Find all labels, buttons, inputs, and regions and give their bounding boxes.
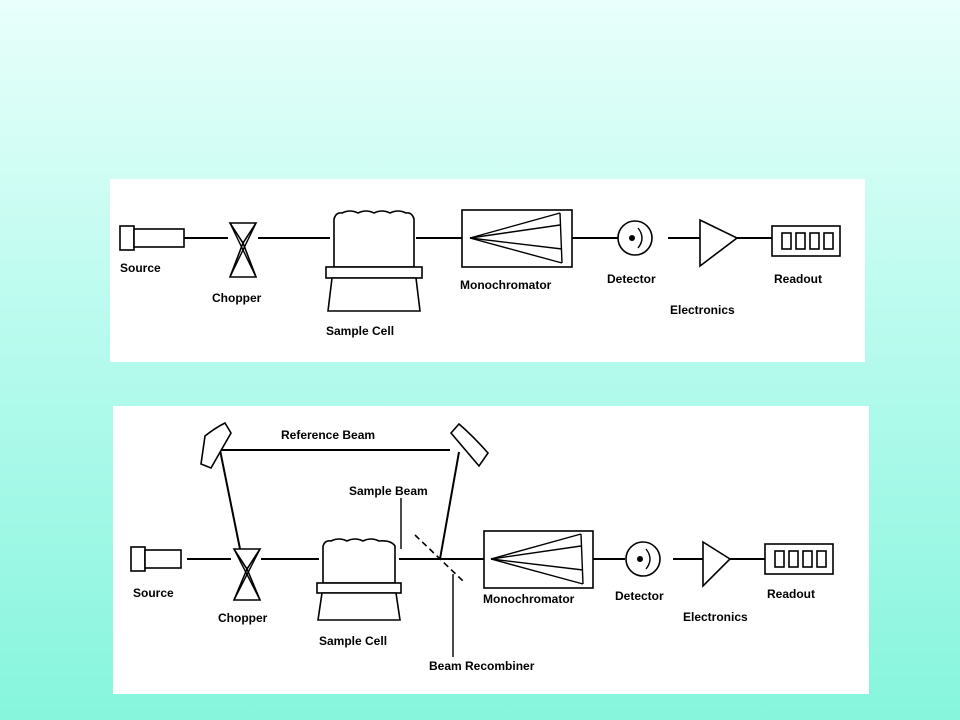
readout-label: Readout xyxy=(767,587,815,601)
reference-mirror-left-icon xyxy=(200,421,232,470)
detector-label: Detector xyxy=(607,272,656,286)
double-beam-diagram-panel: Reference Beam Sample Beam Source Choppe… xyxy=(113,406,869,694)
reference-mirror-right-icon xyxy=(449,422,490,468)
monochromator-label: Monochromator xyxy=(483,592,575,606)
detector-label: Detector xyxy=(615,589,664,603)
chopper-icon xyxy=(232,548,262,601)
reference-beam-line xyxy=(219,449,241,550)
monochromator-icon xyxy=(483,530,594,589)
sample-cell-icon xyxy=(325,210,423,312)
sample-cell-label: Sample Cell xyxy=(319,634,387,648)
readout-display-icon xyxy=(764,543,834,575)
electronics-amplifier-icon xyxy=(702,540,732,588)
monochromator-icon xyxy=(461,209,573,268)
readout-display-icon xyxy=(771,225,841,257)
reference-beam-label: Reference Beam xyxy=(281,428,375,442)
chopper-label: Chopper xyxy=(218,611,268,625)
single-beam-diagram-panel: Source Chopper Sample Cell Monochromator… xyxy=(110,179,865,362)
source-lamp-icon xyxy=(119,225,185,251)
sample-cell-icon xyxy=(316,538,402,621)
single-beam-diagram: Source Chopper Sample Cell Monochromator… xyxy=(119,209,841,338)
readout-label: Readout xyxy=(774,272,822,286)
sample-beam-label: Sample Beam xyxy=(349,484,428,498)
reference-beam-line xyxy=(439,451,460,560)
detector-icon xyxy=(617,220,653,256)
sample-cell-label: Sample Cell xyxy=(326,324,394,338)
source-lamp-icon xyxy=(130,546,182,572)
electronics-label: Electronics xyxy=(683,610,748,624)
source-label: Source xyxy=(133,586,174,600)
beam-recombiner-label: Beam Recombiner xyxy=(429,659,535,673)
source-label: Source xyxy=(120,261,161,275)
electronics-amplifier-icon xyxy=(699,218,739,268)
detector-icon xyxy=(625,541,661,577)
chopper-icon xyxy=(228,222,258,278)
electronics-label: Electronics xyxy=(670,303,735,317)
chopper-label: Chopper xyxy=(212,291,262,305)
double-beam-diagram: Reference Beam Sample Beam Source Choppe… xyxy=(130,421,834,673)
monochromator-label: Monochromator xyxy=(460,278,552,292)
beam-recombiner-icon xyxy=(414,534,464,582)
